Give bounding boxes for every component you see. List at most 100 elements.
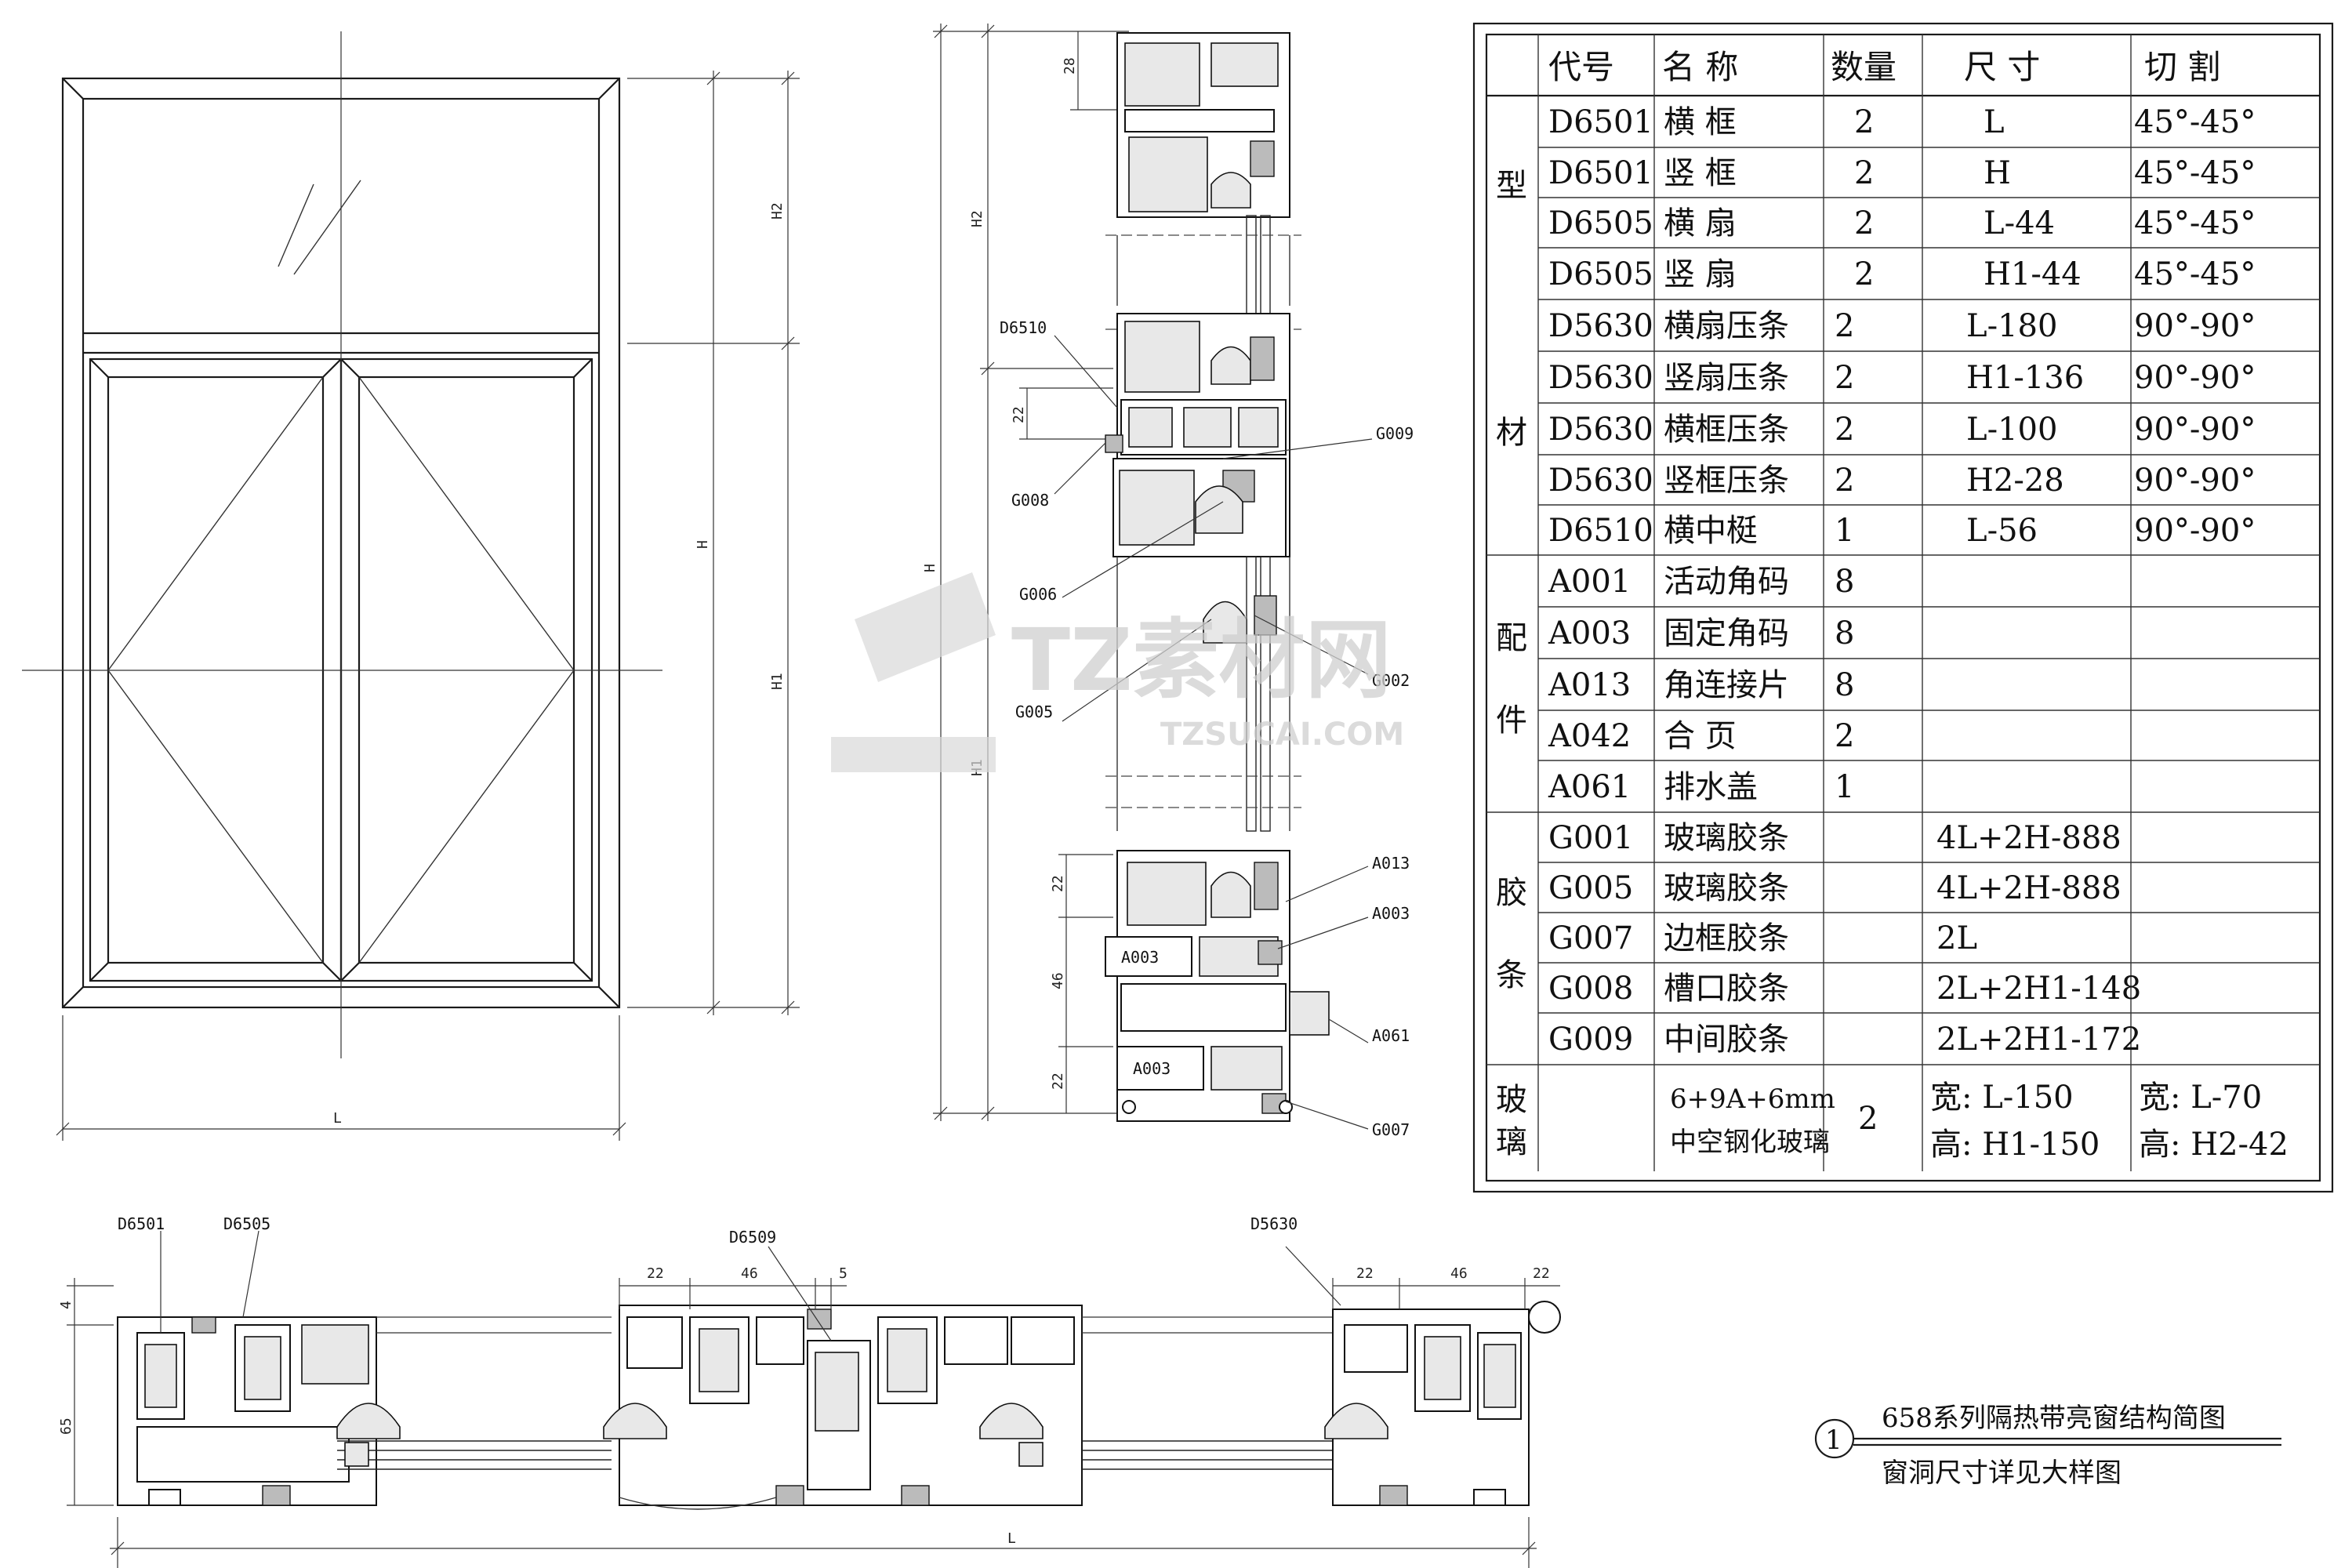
glass-mark (278, 183, 314, 267)
hs-dim-r2: 46 (1450, 1265, 1468, 1282)
label-g005: G005 (1015, 702, 1053, 721)
label-d6505: D6505 (223, 1214, 270, 1233)
label-a013: A013 (1372, 854, 1410, 873)
row-code: D5630 (1548, 412, 1653, 448)
row-code: D5630 (1548, 463, 1653, 499)
watermark-url: TZSUCAI.COM (1160, 717, 1404, 753)
label-g006: G006 (1019, 585, 1057, 604)
row-name: 角连接片 (1664, 667, 1789, 703)
dim-top-height-label: H2 (769, 202, 786, 220)
row-qty: 2 (1835, 718, 1854, 754)
row-size: H (1984, 155, 2011, 191)
row-name: 固定角码 (1664, 615, 1789, 652)
table-header-0: 代号 (1548, 48, 1614, 86)
category-char: 条 (1496, 957, 1527, 993)
label-a061: A061 (1372, 1026, 1410, 1045)
horizontal-section: 4 65 L (58, 1214, 1561, 1568)
row-cut: 45°-45° (2134, 155, 2256, 191)
row-code: G008 (1548, 971, 1633, 1007)
a003-box-lower-label: A003 (1133, 1059, 1171, 1078)
row-qty: 8 (1835, 564, 1854, 600)
glass-width-2: 宽: L-70 (2139, 1080, 2262, 1116)
watermark: TZ素材网 TZSUCAI.COM (831, 572, 1404, 772)
row-qty: 1 (1835, 769, 1854, 805)
hs-glass-right (1018, 1316, 1333, 1470)
drain-cover (1289, 991, 1330, 1036)
row-qty: 2 (1854, 205, 1874, 241)
row-qty: 2 (1835, 360, 1854, 396)
row-code: A001 (1548, 564, 1631, 600)
top-frame-profile (1116, 32, 1290, 218)
row-name: 排水盖 (1664, 769, 1758, 805)
row-code: D6505 (1548, 256, 1653, 292)
row-code: G009 (1548, 1022, 1633, 1058)
hs-dim-c2: 46 (741, 1265, 758, 1282)
row-name: 槽口胶条 (1664, 971, 1789, 1007)
drawing-subtitle: 窗洞尺寸详见大样图 (1882, 1457, 2122, 1489)
row-size: L-100 (1966, 412, 2057, 448)
row-name: 边框胶条 (1664, 920, 1789, 956)
row-size: H1-44 (1984, 256, 2082, 292)
row-code: G005 (1548, 870, 1633, 906)
row-code: A061 (1548, 769, 1631, 805)
category-char: 胶 (1496, 875, 1527, 911)
row-name: 横中梃 (1664, 513, 1758, 549)
row-qty: 2 (1854, 155, 1874, 191)
table-header-2: 数量 (1831, 48, 1896, 86)
row-qty: 2 (1835, 308, 1854, 344)
transom-profile (1105, 313, 1290, 557)
row-code: D6505 (1548, 205, 1653, 241)
label-d6501: D6501 (118, 1214, 165, 1233)
row-qty: 8 (1835, 615, 1854, 652)
row-cut: 90°-90° (2134, 513, 2256, 549)
row-qty: 2 (1854, 256, 1874, 292)
title-number: 1 (1825, 1425, 1842, 1456)
row-size: 4L+2H-888 (1936, 870, 2122, 906)
sash-glass (1116, 556, 1290, 832)
row-name: 横 框 (1664, 104, 1737, 140)
label-g002: G002 (1372, 671, 1410, 690)
glass-spec: 6+9A+6mm (1670, 1083, 1835, 1115)
row-size: L-180 (1966, 308, 2057, 344)
label-d5630: D5630 (1250, 1214, 1298, 1233)
watermark-text: TZ素材网 (1011, 610, 1392, 710)
row-code: D5630 (1548, 360, 1653, 396)
hs-right-profile (1324, 1301, 1561, 1506)
category-char: 璃 (1496, 1124, 1527, 1160)
vs-dim-h2: H2 (969, 210, 985, 227)
row-size: H2-28 (1966, 463, 2064, 499)
table-outer-border (1472, 22, 2334, 1193)
row-name: 横 扇 (1664, 205, 1737, 241)
row-code: D6501 (1548, 104, 1653, 140)
row-cut: 45°-45° (2134, 256, 2256, 292)
row-size: L (1984, 104, 2005, 140)
watermark-logo (855, 572, 996, 682)
row-name: 中间胶条 (1664, 1022, 1789, 1058)
vs-dim-b1: 22 (1050, 875, 1066, 892)
label-a003: A003 (1372, 904, 1410, 923)
row-cut: 90°-90° (2134, 463, 2256, 499)
vs-dim-total: H (922, 564, 938, 572)
table-header-3: 尺 寸 (1964, 48, 2040, 86)
row-size: 2L (1936, 920, 1977, 956)
category-char: 材 (1496, 415, 1527, 451)
row-cut: 45°-45° (2134, 205, 2256, 241)
row-name: 竖 框 (1664, 155, 1737, 191)
row-size: L-44 (1984, 205, 2055, 241)
hs-left-profile (117, 1316, 401, 1506)
front-elevation: L H H2 H1 (22, 31, 800, 1141)
table-header-4: 切 割 (2144, 48, 2220, 86)
hs-dim-c3: 5 (839, 1265, 848, 1282)
row-size: 4L+2H-888 (1936, 820, 2122, 856)
vertical-section: H H2 H1 28 22 22 46 22 (922, 24, 1414, 1139)
row-cut: 45°-45° (2134, 104, 2256, 140)
row-name: 玻璃胶条 (1664, 820, 1789, 856)
label-g008: G008 (1011, 491, 1049, 510)
row-name: 竖扇压条 (1664, 360, 1789, 396)
hs-dim-r1: 22 (1356, 1265, 1374, 1282)
row-size: 2L+2H1-172 (1936, 1022, 2141, 1058)
vs-dim-b2: 46 (1050, 972, 1066, 989)
row-code: A042 (1548, 718, 1631, 754)
row-size: H1-136 (1966, 360, 2084, 396)
